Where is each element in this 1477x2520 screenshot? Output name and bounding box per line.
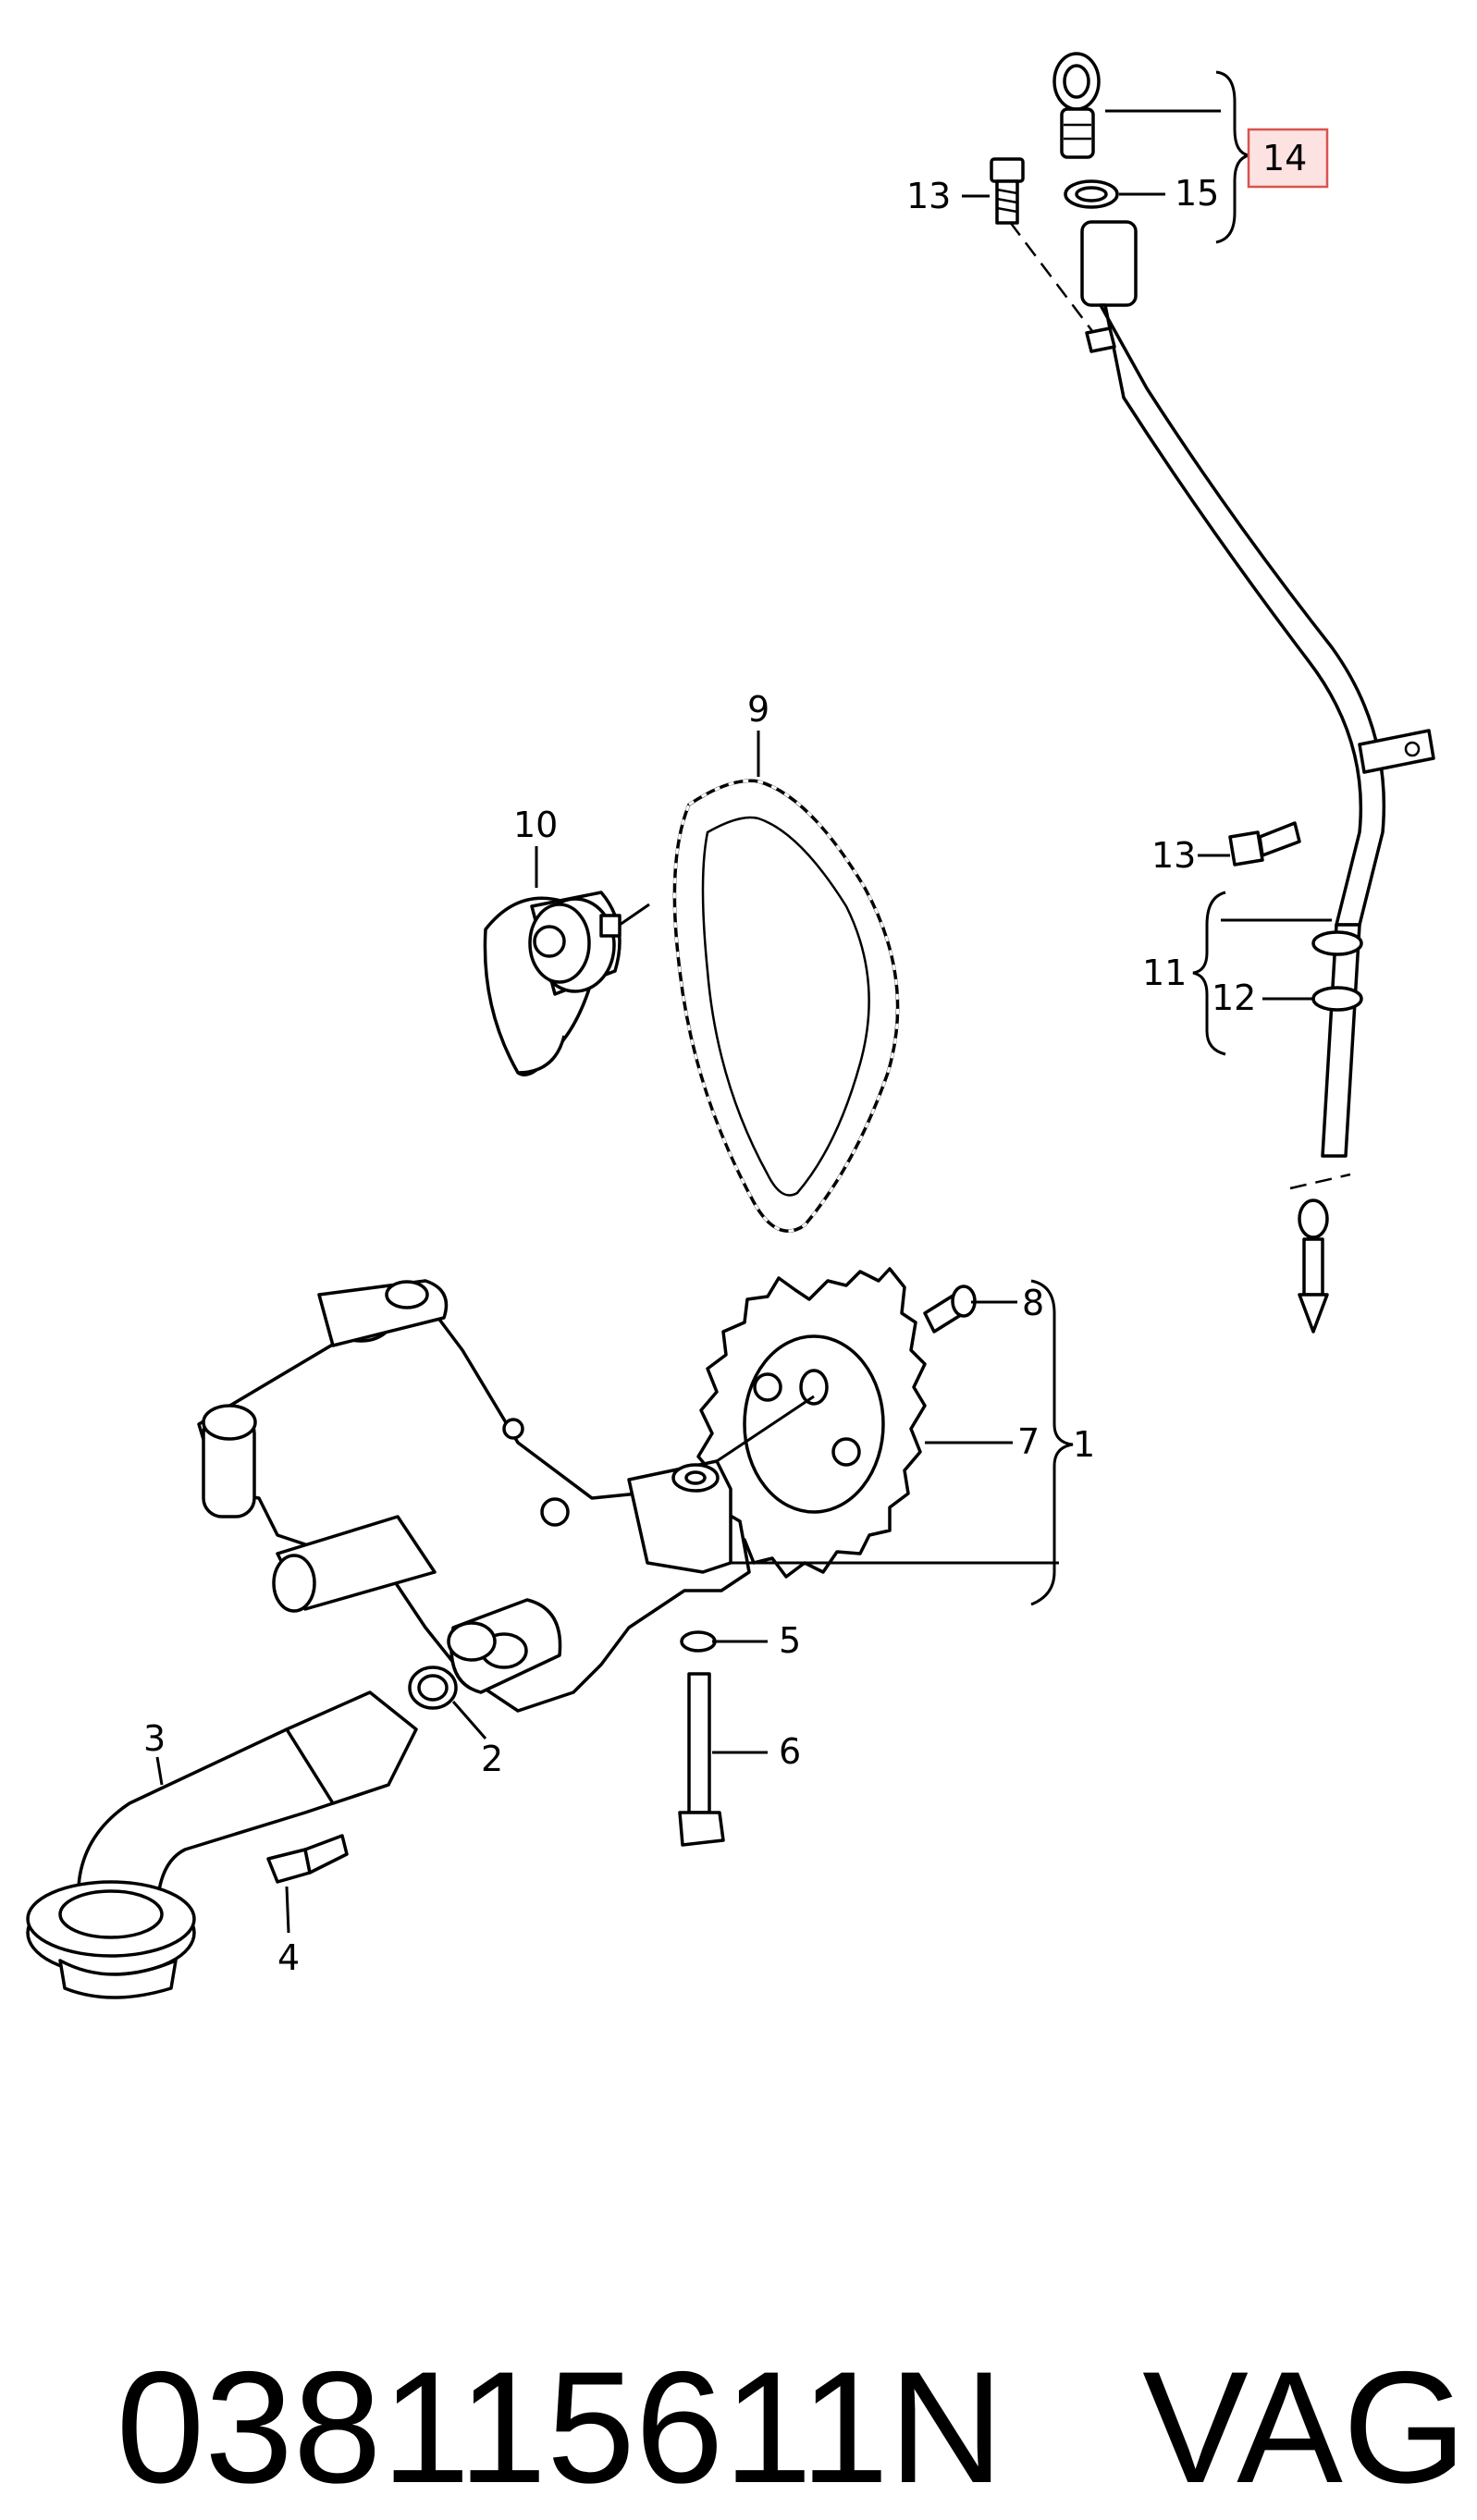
label-8: 8 xyxy=(1022,1283,1044,1323)
label-6: 6 xyxy=(779,1731,801,1772)
brand-name: VAG xyxy=(1142,2339,1467,2516)
oil-pump-sprocket xyxy=(696,1267,927,1579)
label-2: 2 xyxy=(481,1739,503,1779)
seal-ring xyxy=(408,1666,458,1710)
label-13-lower: 13 xyxy=(1151,835,1196,876)
label-15: 15 xyxy=(1175,173,1219,214)
label-11: 11 xyxy=(1142,953,1187,993)
label-1: 1 xyxy=(1073,1424,1095,1465)
label-10: 10 xyxy=(513,805,558,845)
pipe-bolt xyxy=(266,1834,349,1884)
timing-chain xyxy=(672,779,900,1233)
label-14: 14 xyxy=(1262,138,1307,178)
label-5: 5 xyxy=(779,1620,801,1661)
label-7: 7 xyxy=(1017,1421,1040,1462)
callout-labels: 1 2 3 4 5 6 7 8 9 10 11 12 13 13 14 15 xyxy=(143,138,1307,1978)
bolt-13-lower xyxy=(1228,821,1301,867)
dipstick-assembly xyxy=(1009,52,1435,1334)
bolt-13-upper xyxy=(990,157,1025,225)
highlight-box xyxy=(1247,128,1329,189)
part-number: 038115611N xyxy=(116,2339,1004,2516)
label-3: 3 xyxy=(143,1718,166,1759)
chain-tensioner xyxy=(483,891,650,1076)
label-13-upper: 13 xyxy=(906,176,951,216)
label-9: 9 xyxy=(747,689,769,730)
oil-pump-body xyxy=(197,1279,1059,1713)
pump-bolt xyxy=(678,1672,725,1847)
label-12: 12 xyxy=(1212,977,1256,1018)
sprocket-bolt xyxy=(923,1285,1013,1334)
label-4: 4 xyxy=(277,1937,300,1978)
part-number-footer: 038115611N VAG xyxy=(28,2150,1467,2516)
leader-lines xyxy=(155,70,1332,1934)
washer xyxy=(680,1630,717,1653)
oil-intake-pipe xyxy=(26,1690,418,1999)
